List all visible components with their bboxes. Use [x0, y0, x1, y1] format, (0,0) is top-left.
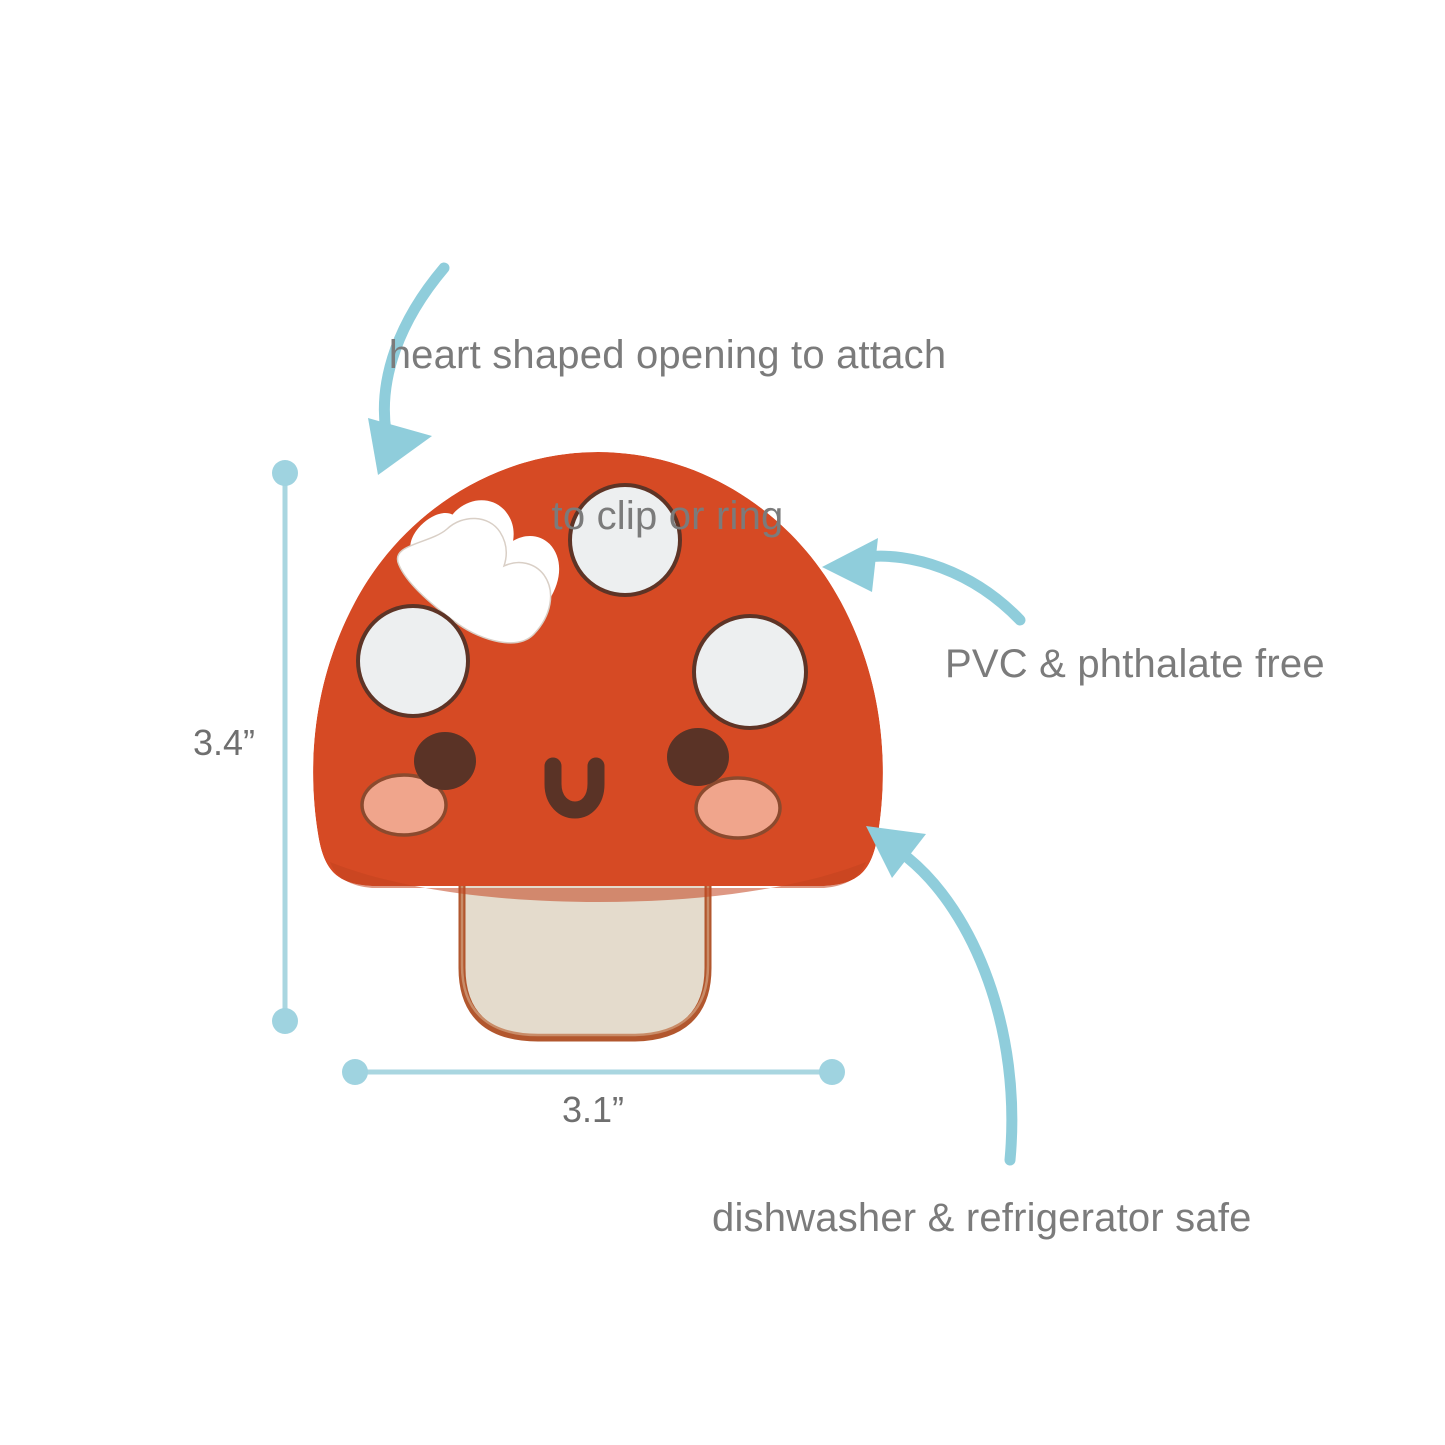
eye-icon	[667, 728, 729, 786]
callout-arrows	[368, 262, 1026, 1166]
arrow-icon	[378, 262, 450, 438]
arrow-head-icon	[866, 826, 926, 878]
blush-icon	[360, 773, 448, 837]
dimension-endpoint-icon	[272, 460, 298, 486]
mushroom-stem	[458, 875, 712, 1042]
cap-spots	[356, 483, 808, 730]
dimension-lines	[272, 460, 845, 1085]
arrow-head-icon	[822, 538, 878, 592]
callout-heart-opening: heart shaped opening to attach to clip o…	[0, 222, 1390, 651]
arrow-icon	[902, 852, 1018, 1166]
callout-heart-line2: to clip or ring	[551, 493, 784, 538]
callout-heart-line1: heart shaped opening to attach	[388, 333, 947, 378]
spot-icon	[356, 604, 470, 718]
dimension-endpoint-icon	[272, 1008, 298, 1034]
mushroom-face	[360, 728, 782, 840]
dimension-endpoint-icon	[342, 1059, 368, 1085]
spot-icon	[692, 614, 808, 730]
eye-icon	[414, 732, 476, 790]
spot-icon	[568, 483, 682, 597]
callout-dishwasher-safe: dishwasher & refrigerator safe	[712, 1196, 1252, 1240]
dimension-width-label: 3.1”	[562, 1089, 625, 1130]
arrow-icon	[860, 550, 1026, 626]
dimension-height-label: 3.4”	[193, 722, 256, 763]
callout-pvc-free: PVC & phthalate free	[945, 642, 1325, 686]
blush-icon	[694, 776, 782, 840]
dimension-endpoint-icon	[819, 1059, 845, 1085]
smile-icon	[544, 757, 605, 819]
arrow-head-icon	[368, 418, 432, 475]
